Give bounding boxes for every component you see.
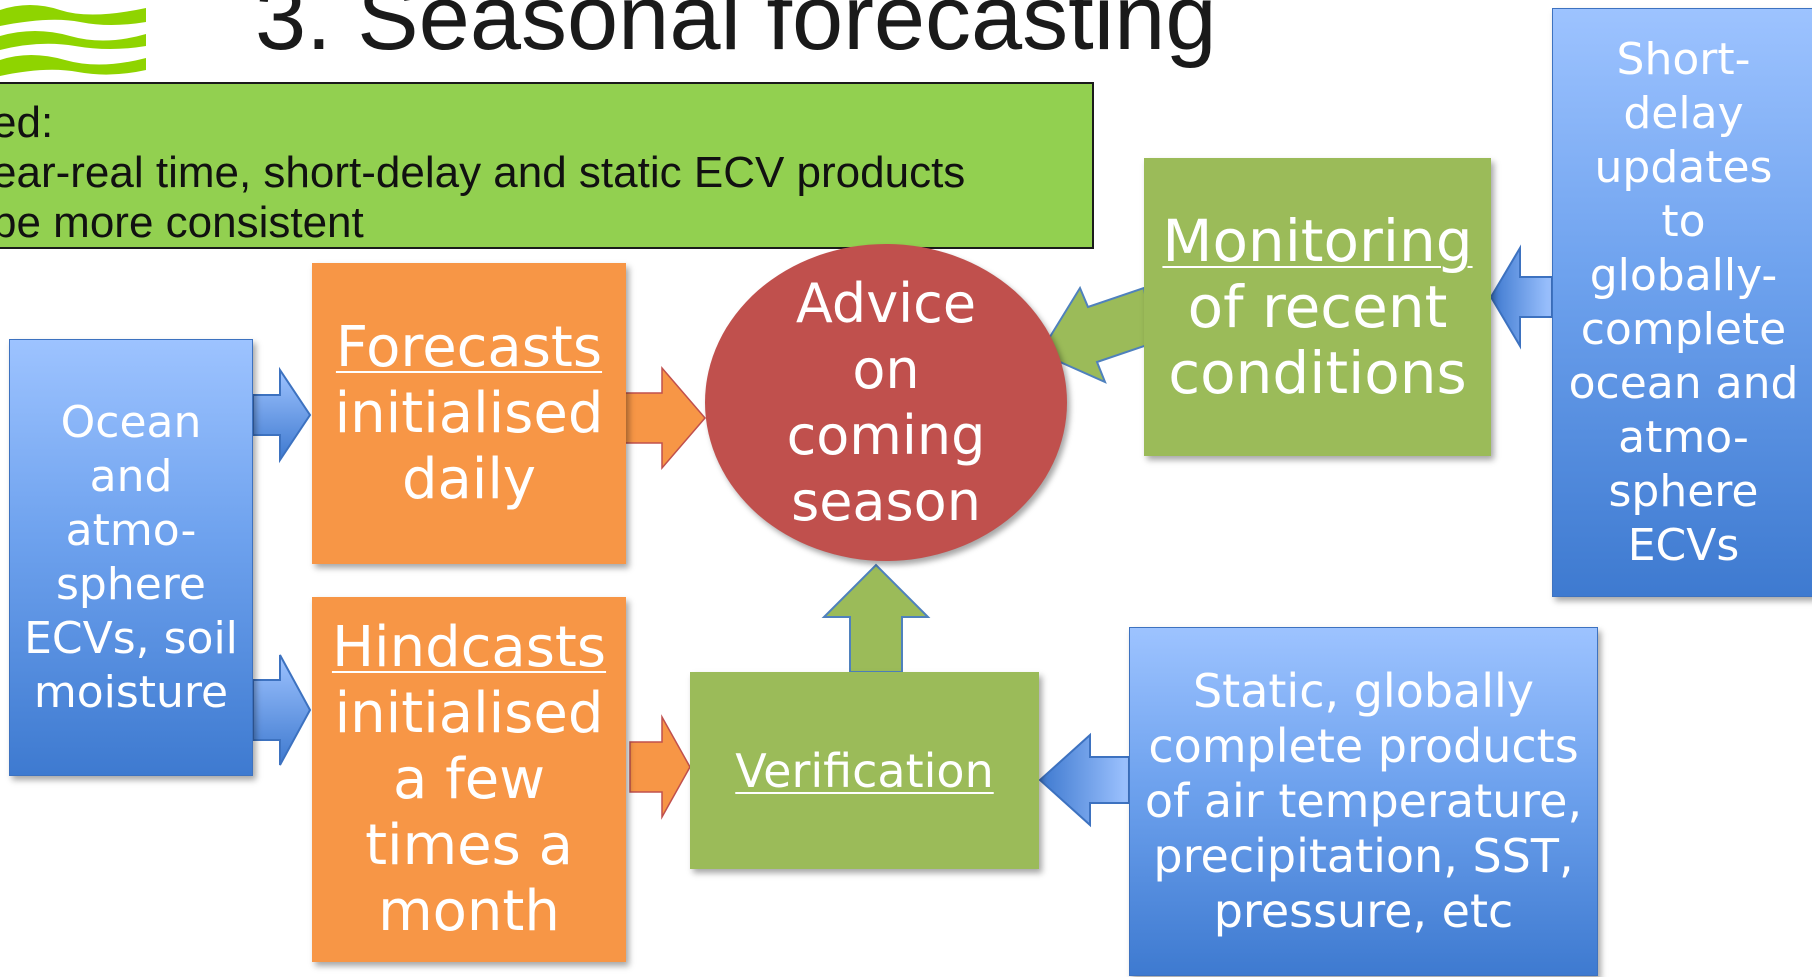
box-line: ECVs [1627,519,1740,571]
box-line: pressure, etc [1213,884,1514,938]
box-line: initialised [334,380,604,446]
box-line: conditions [1168,339,1467,407]
box-line: Static, globally [1192,664,1535,718]
box-line: Ocean [60,396,202,448]
wave-stripes-logo-icon [0,0,146,82]
box-line: precipitation, SST, [1153,829,1574,883]
hindcasts-box: Hindcasts initialised a few times a mont… [312,597,626,962]
page-title: 3. Seasonal forecasting [255,0,1217,69]
box-line: complete [1580,303,1787,355]
arrow-short-delay-to-monitoring [1489,244,1553,350]
arrow-static-to-verification [1038,732,1130,828]
ocean-atmosphere-ecvs-box: Ocean and atmo- sphere ECVs, soil moistu… [9,339,253,776]
advice-line: coming [786,403,986,467]
hindcasts-heading[interactable]: Hindcasts [331,614,607,680]
note-line: ear-real time, short-delay and static EC… [0,148,966,197]
arrow-forecasts-to-advice [615,365,706,471]
arrow-hindcasts-to-verification [629,714,691,820]
arrow-ocean-to-hindcasts [252,654,312,766]
box-line: updates [1594,141,1773,193]
note-line: ed: [0,98,54,147]
verification-box: Verification [690,672,1039,869]
arrow-ocean-to-forecasts [252,366,312,464]
box-line: sphere [1608,465,1759,517]
monitoring-heading[interactable]: Monitoring [1162,207,1473,275]
note-box: ed: ear-real time, short-delay and stati… [0,82,1094,249]
box-line: atmo- [65,504,197,556]
box-line: globally- [1589,249,1778,301]
box-line: month [378,878,560,944]
box-line: initialised [334,680,604,746]
box-line: sphere [55,558,206,610]
advice-line: Advice [795,271,977,335]
forecasts-box: Forecasts initialised daily [312,263,626,564]
note-line: be more consistent [0,198,364,247]
box-line: atmo- [1618,411,1749,463]
short-delay-updates-box: Short- delay updates to globally- comple… [1552,8,1812,597]
box-line: Short- [1616,33,1751,85]
advice-line: on [852,337,920,401]
box-line: ocean and [1568,357,1799,409]
arrow-verification-to-advice [821,563,931,673]
box-line: times a [365,812,573,878]
box-line: to [1661,195,1706,247]
box-line: of recent [1187,273,1448,341]
advice-ellipse: Advice on coming season [705,244,1067,561]
box-line: complete products [1148,719,1579,773]
verification-heading[interactable]: Verification [735,743,994,798]
advice-line: season [791,469,981,533]
box-line: moisture [33,666,229,718]
box-line: daily [401,446,537,512]
box-line: of air temperature, [1144,774,1583,828]
monitoring-box: Monitoring of recent conditions [1144,158,1491,456]
static-products-box: Static, globally complete products of ai… [1129,627,1598,976]
forecasts-heading[interactable]: Forecasts [335,314,603,380]
box-line: delay [1623,87,1744,139]
box-line: a few [392,746,546,812]
box-line: ECVs, soil [24,612,238,664]
box-line: and [89,450,173,502]
